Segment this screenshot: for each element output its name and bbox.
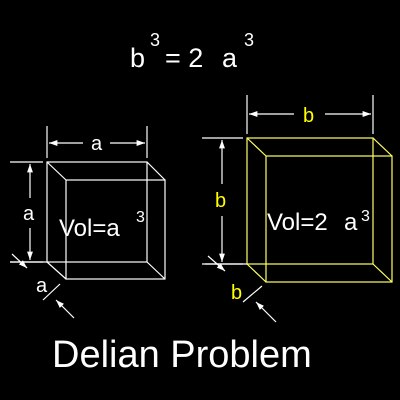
large-cube-height-label: b [215,190,226,212]
large-cube-volume-a: a [344,209,358,236]
small-cube-front-face [46,161,148,263]
small-cube [46,161,166,280]
large-cube-edge [372,137,393,157]
dimension-line [11,253,28,269]
small-cube-back-face [65,179,166,280]
small-cube-depth-dimension [10,253,75,319]
large-cube-width-label: b [303,105,314,127]
large-cube [246,137,393,283]
dimension-line [207,255,226,272]
small-cube-volume-text: Vol=a [59,215,120,242]
large-cube-width-dimension [246,95,374,134]
large-cube-edge [246,263,267,283]
diagram-caption: Delian Problem [52,334,312,376]
large-cube-edge [372,263,393,283]
large-cube-back-face [265,155,393,283]
equation-b: b [130,43,145,73]
small-cube-edge [46,261,67,280]
small-cube-edge [146,161,166,181]
dimension-line [255,301,277,323]
dimension-line [55,299,75,319]
small-cube-edge [146,261,166,280]
equation: b 3 = 2 a 3 [130,30,254,73]
extension-line [42,283,61,301]
small-cube-width-dimension [46,126,148,158]
small-cube-width-label: a [91,133,103,155]
large-cube-volume-exponent: 3 [361,208,370,225]
equation-b-exponent: 3 [150,30,160,50]
small-cube-edge [46,161,67,181]
large-cube-volume-text: Vol=2 [267,209,328,236]
large-cube-depth-dimension [205,255,277,323]
equation-equals-two: = 2 [165,43,203,73]
large-cube-depth-label: b [231,282,242,304]
large-cube-edge [246,137,267,157]
equation-a: a [222,43,238,73]
small-cube-volume-exponent: 3 [136,209,145,226]
small-cube-height-label: a [23,203,35,225]
equation-a-exponent: 3 [244,30,254,50]
large-cube-front-face [246,137,374,265]
small-cube-depth-label: a [36,275,48,297]
extension-line [242,285,263,303]
